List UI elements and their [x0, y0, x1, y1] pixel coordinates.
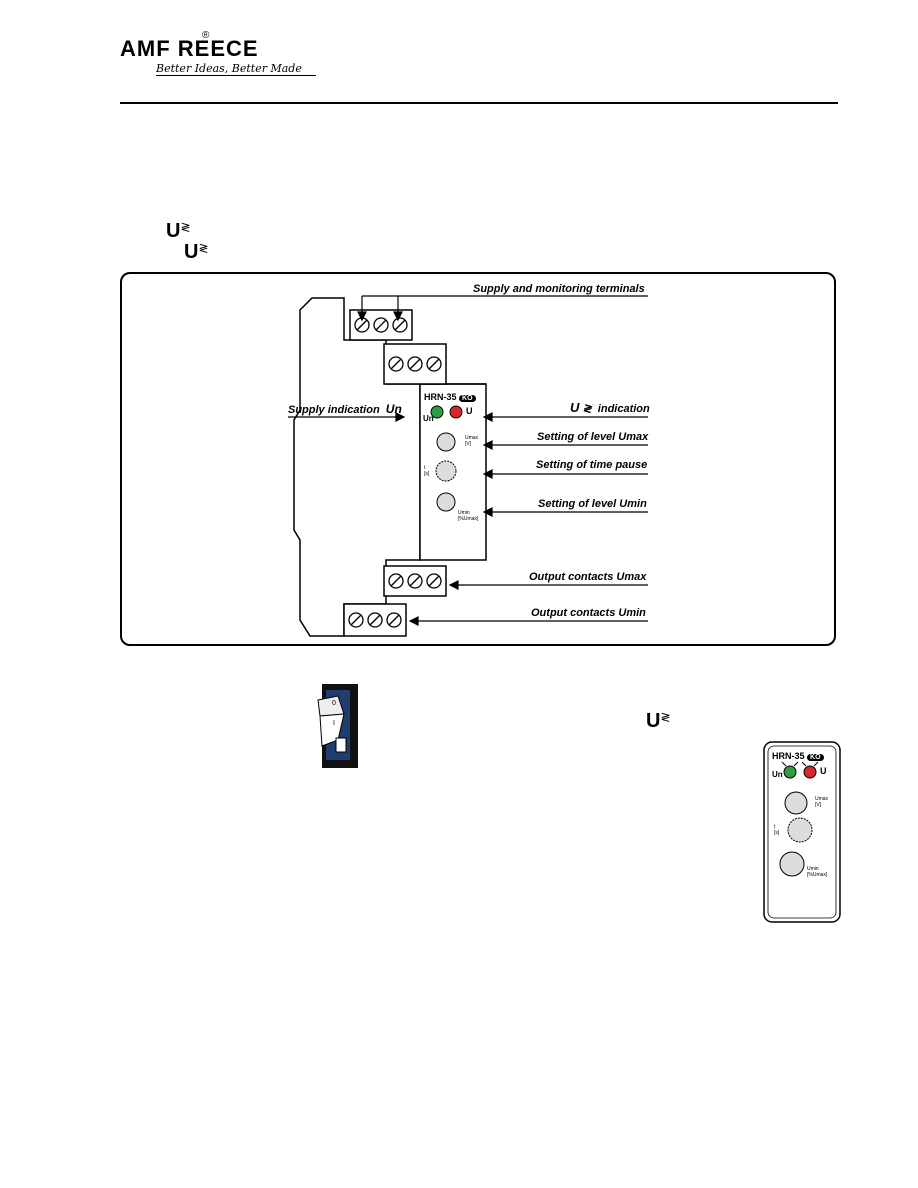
umin-knob: [436, 492, 456, 512]
small-umin-label: Umin[%Umax]: [807, 866, 828, 878]
umax-knob: [436, 432, 456, 452]
brand-name: AMF REECE: [120, 36, 259, 61]
small-u-label: U: [820, 766, 827, 776]
device-model: HRN-35 KO: [424, 392, 476, 402]
label-supply-terminals: Supply and monitoring terminals: [473, 283, 645, 295]
callout-arrows: [288, 295, 648, 626]
umin-label: Umin[%Umax]: [458, 510, 479, 522]
u-symbol-line-1: U≷: [166, 220, 191, 242]
power-switch-icon: [317, 684, 358, 768]
header-rule: [120, 102, 838, 104]
switch-on-mark: I: [333, 720, 335, 727]
u-symbol-line-3: U≷: [646, 710, 671, 732]
label-output-umax: Output contacts Umax: [529, 571, 647, 583]
registered-mark: ®: [202, 30, 210, 41]
device-u-label: U: [466, 406, 473, 416]
device-badge: KO: [459, 395, 476, 402]
time-knob: [435, 460, 457, 482]
diagram-frame: [120, 272, 836, 646]
brand-logo: AMF REECE ® Better Ideas, Better Made: [120, 30, 316, 76]
switch-off-mark: 0: [332, 700, 336, 707]
small-umax-label: Umax[V]: [815, 796, 829, 808]
small-device-badge: KO: [807, 754, 824, 761]
umax-label: Umax[V]: [465, 435, 479, 447]
small-device-outline: [763, 741, 841, 923]
label-u-indication: U ≷ indication: [570, 400, 650, 415]
label-umin-setting: Setting of level Umin: [538, 498, 647, 510]
label-umax-setting: Setting of level Umax: [537, 431, 649, 443]
device-un-label: Un: [423, 414, 434, 423]
terminal-screws: [348, 317, 442, 628]
un-led: [430, 405, 444, 419]
small-un-label: Un: [772, 770, 783, 779]
time-label: t[s]: [424, 465, 430, 477]
u-symbol-line-2: U≷: [184, 241, 209, 263]
u-led: [449, 405, 463, 419]
brand-tagline: Better Ideas, Better Made: [156, 62, 316, 76]
small-time-label: t[s]: [774, 824, 780, 836]
small-device-model: HRN-35 KO: [772, 751, 824, 761]
label-time-pause: Setting of time pause: [536, 459, 648, 471]
label-output-umin: Output contacts Umin: [531, 607, 646, 619]
label-supply-indication: Supply indication Un: [288, 402, 402, 416]
